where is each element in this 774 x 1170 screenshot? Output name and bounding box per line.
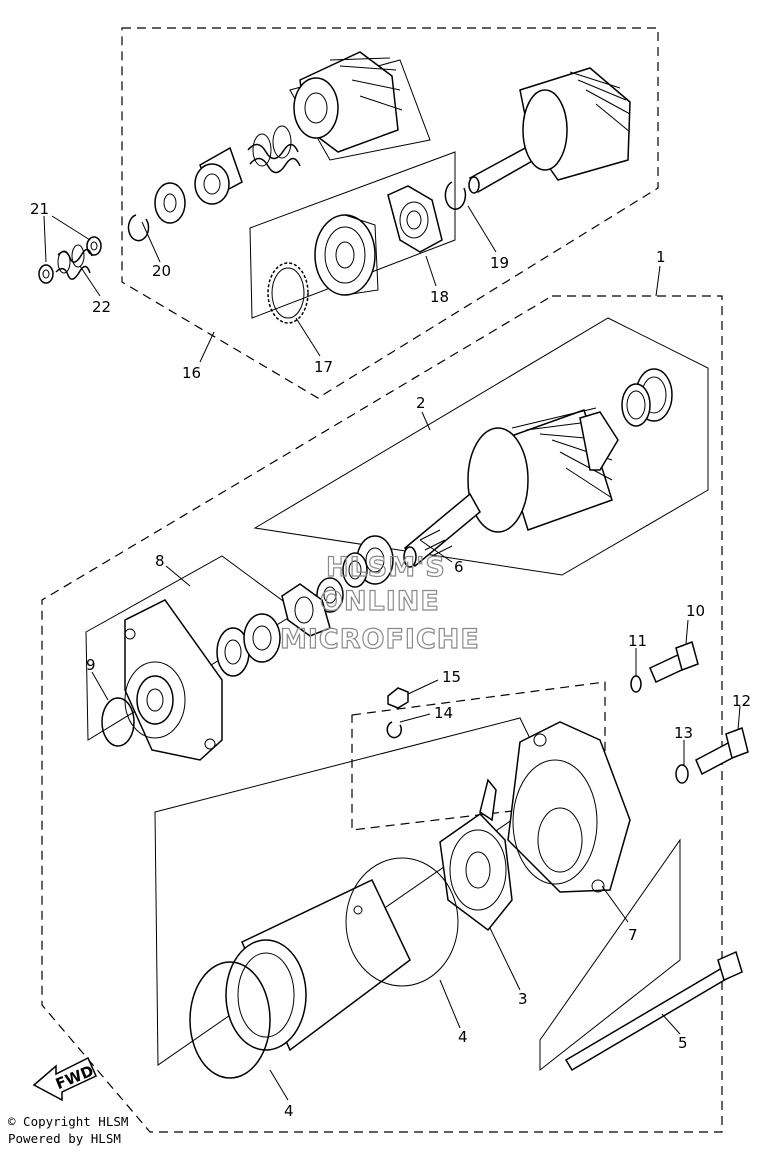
callout-16: 16 [182, 364, 201, 382]
assembly-boundaries [41, 27, 723, 1133]
leader-lines [43, 205, 741, 1101]
end-cover-group [101, 599, 281, 761]
powered-by-text: Powered by HLSM [8, 1131, 121, 1146]
callout-17: 17 [314, 358, 333, 376]
nut-15 [387, 687, 409, 709]
callout-15: 15 [442, 668, 461, 686]
front-cover-group [439, 721, 631, 932]
callout-19: 19 [490, 254, 509, 272]
callout-10: 10 [686, 602, 705, 620]
bolt-hardware [386, 641, 749, 784]
callout-labels: 21 22 20 16 17 18 19 1 2 6 8 9 10 11 15 … [30, 200, 751, 1120]
gasket-17 [267, 262, 309, 324]
starter-assembly-boundary [41, 295, 723, 1133]
watermark: HLSM'S ONLINE MICROFICHE [279, 551, 480, 655]
snap-ring-19 [444, 181, 467, 210]
watermark-line-3: MICROFICHE [280, 624, 480, 655]
armature-group [281, 368, 673, 637]
callout-9: 9 [86, 656, 96, 674]
yoke-group [189, 857, 743, 1079]
callout-4a: 4 [458, 1028, 468, 1046]
callout-8: 8 [155, 552, 165, 570]
callout-22: 22 [92, 298, 111, 316]
through-bolt-5 [564, 966, 730, 1072]
callout-20: 20 [152, 262, 171, 280]
clutch-assembly-boundary [121, 27, 659, 399]
watermark-line-2: ONLINE [320, 586, 440, 617]
callout-13: 13 [674, 724, 693, 742]
bolt-bracket [539, 838, 681, 1072]
bolt-group-boundary [351, 681, 606, 831]
callout-3: 3 [518, 990, 528, 1008]
callout-6: 6 [454, 558, 464, 576]
armature-bracket [253, 317, 709, 576]
washer-14 [386, 721, 403, 739]
circlip-20 [127, 214, 150, 242]
callout-5: 5 [678, 1034, 688, 1052]
callout-7: 7 [628, 926, 638, 944]
callout-2: 2 [416, 394, 426, 412]
callout-11: 11 [628, 632, 647, 650]
callout-4b: 4 [284, 1102, 294, 1120]
callout-14: 14 [434, 704, 453, 722]
callout-21: 21 [30, 200, 49, 218]
o-ring-9 [101, 697, 135, 747]
callout-18: 18 [430, 288, 449, 306]
callout-12: 12 [732, 692, 751, 710]
part-21-22-group [38, 236, 102, 284]
clutch-assembly-parts [127, 51, 631, 324]
watermark-line-1: HLSM'S [326, 552, 446, 583]
plate-18 [387, 185, 443, 253]
callout-1: 1 [656, 248, 666, 266]
fwd-arrow: FWD [32, 1056, 97, 1102]
copyright-text: © Copyright HLSM [8, 1114, 129, 1129]
clutch-sub-bracket [249, 151, 456, 319]
